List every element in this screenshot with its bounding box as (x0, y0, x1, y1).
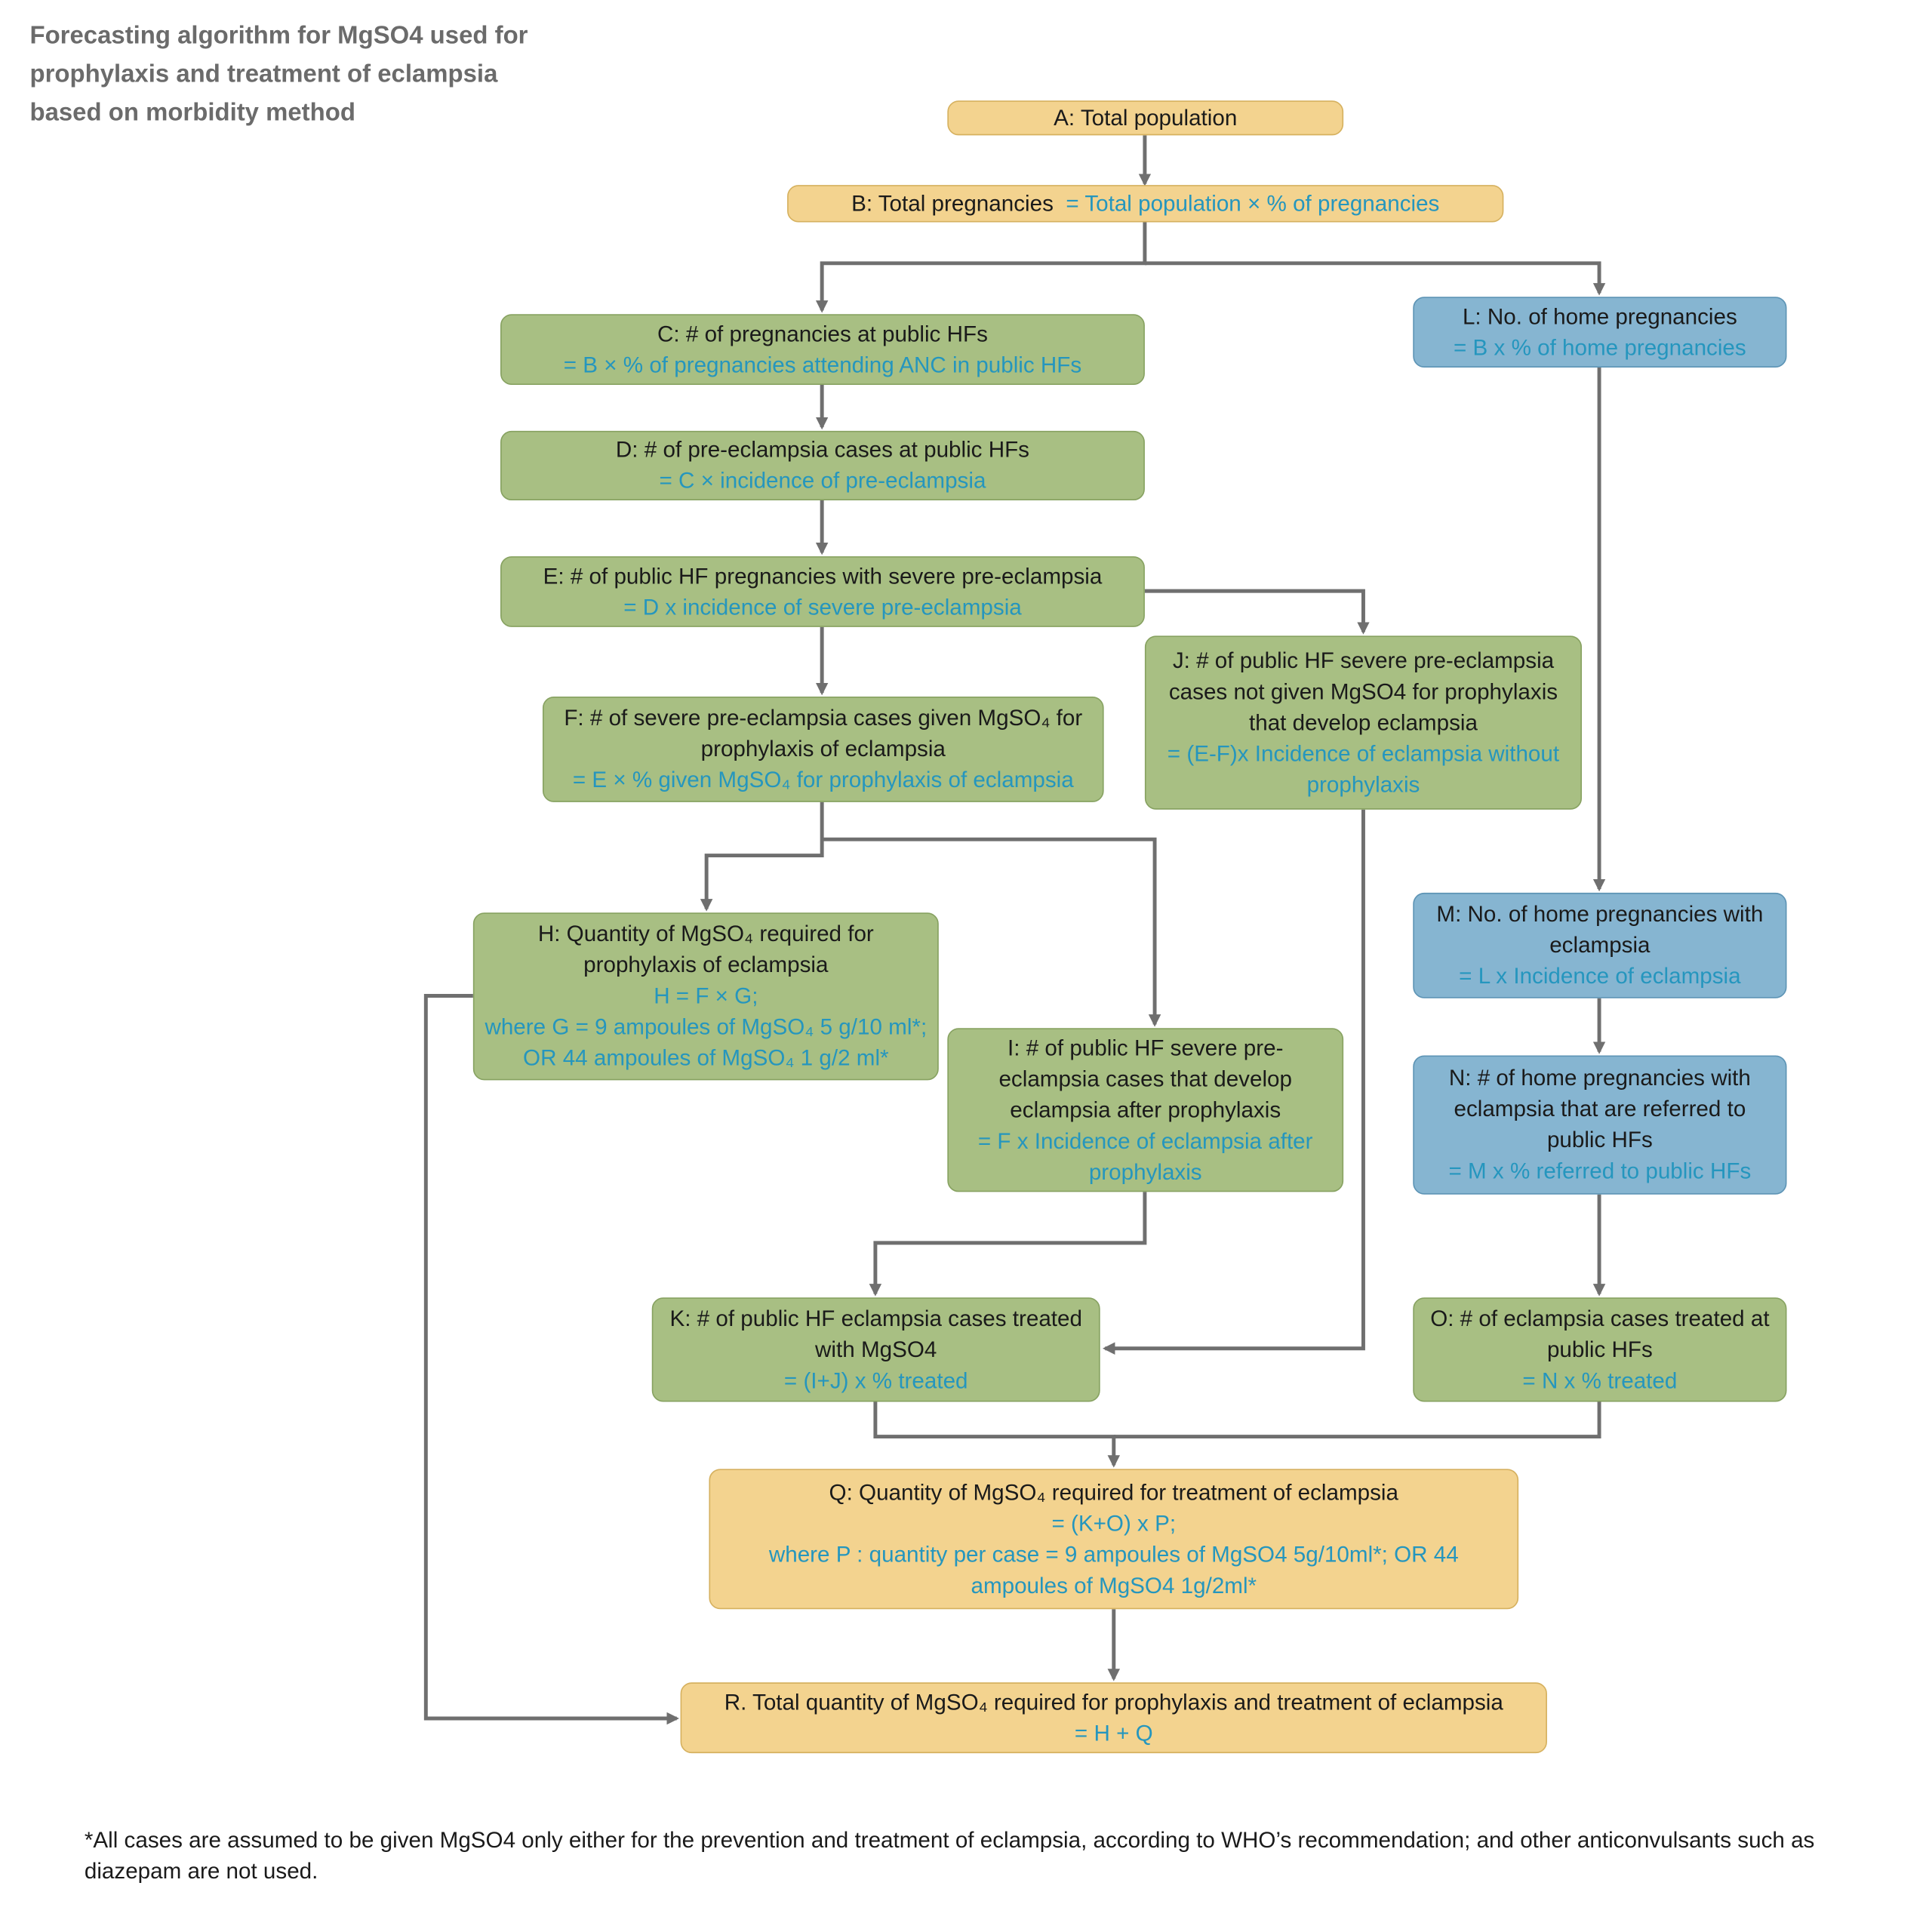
node-r-label: R. Total quantity of MgSO₄ required for … (724, 1689, 1503, 1715)
node-l-home-pregnancies: L: No. of home pregnancies = B x % of ho… (1413, 297, 1787, 368)
node-h-formula: H = F × G; (654, 983, 758, 1008)
node-e-formula: = D x incidence of severe pre-eclampsia (623, 594, 1022, 620)
node-c-formula: = B × % of pregnancies attending ANC in … (563, 352, 1082, 377)
node-o-label: O: # of eclampsia cases treated at publi… (1430, 1305, 1770, 1362)
node-l-label: L: No. of home pregnancies (1462, 303, 1737, 329)
node-q-formula-note: where P : quantity per case = 9 ampoules… (768, 1541, 1459, 1598)
node-n-label: N: # of home pregnancies with eclampsia … (1448, 1065, 1751, 1152)
node-b-label: B: Total pregnancies (851, 190, 1054, 216)
node-a-label: A: Total population (1054, 105, 1238, 130)
arrow-o-to-q (1113, 1401, 1601, 1439)
diagram-title: Forecasting algorithm for MgSO4 used for… (29, 22, 528, 127)
arrow-b-to-c (815, 222, 1147, 313)
arrow-e-to-j (1144, 589, 1370, 635)
node-b-formula: = Total population × % of pregnancies (1066, 190, 1440, 216)
node-r-total-quantity: R. Total quantity of MgSO₄ required for … (680, 1682, 1547, 1754)
arrow-f-to-h (700, 801, 824, 912)
node-o-formula: = N x % treated (1522, 1367, 1678, 1393)
node-j-formula: = (E-F)x Incidence of eclampsia without … (1167, 740, 1560, 797)
node-f-label: F: # of severe pre-eclampsia cases given… (564, 705, 1083, 761)
node-i-label: I: # of public HF severe pre-eclampsia c… (998, 1035, 1292, 1122)
node-f-given-mgso4-prophylaxis: F: # of severe pre-eclampsia cases given… (542, 696, 1104, 802)
node-a-total-population: A: Total population (947, 100, 1344, 136)
node-j-label: J: # of public HF severe pre-eclampsia c… (1168, 647, 1558, 735)
node-b-total-pregnancies: B: Total pregnancies = Total population … (787, 185, 1504, 223)
node-i-formula: = F x Incidence of eclampsia after proph… (977, 1128, 1313, 1184)
node-r-formula: = H + Q (1074, 1720, 1153, 1746)
node-d-formula: = C × incidence of pre-eclampsia (659, 468, 986, 494)
arrow-k-to-q (873, 1401, 1121, 1468)
node-m-home-pregnancies-eclampsia: M: No. of home pregnancies with eclampsi… (1413, 892, 1787, 998)
node-d-label: D: # of pre-eclampsia cases at public HF… (615, 437, 1030, 463)
node-e-label: E: # of public HF pregnancies with sever… (543, 563, 1103, 589)
node-o-cases-treated-public-hfs: O: # of eclampsia cases treated at publi… (1413, 1297, 1787, 1402)
node-q-formula: = (K+O) x P; (1051, 1510, 1177, 1536)
footnote: *All cases are assumed to be given MgSO4… (84, 1827, 1815, 1884)
arrow-i-to-k (869, 1192, 1147, 1297)
node-h-quantity-prophylaxis: H: Quantity of MgSO₄ required for prophy… (472, 912, 939, 1081)
node-k-label: K: # of public HF eclampsia cases treate… (669, 1305, 1082, 1362)
arrow-b-to-l (1144, 261, 1606, 296)
node-n-formula: = M x % referred to public HFs (1448, 1158, 1752, 1183)
node-f-formula: = E × % given MgSO₄ for prophylaxis of e… (572, 767, 1074, 792)
node-h-label: H: Quantity of MgSO₄ required for prophy… (537, 921, 874, 977)
arrow-h-to-r (423, 994, 679, 1725)
node-d-pre-eclampsia-cases: D: # of pre-eclampsia cases at public HF… (500, 430, 1145, 501)
node-i-eclampsia-after-prophylaxis: I: # of public HF severe pre-eclampsia c… (947, 1028, 1344, 1192)
node-k-formula: = (I+J) x % treated (783, 1367, 968, 1393)
arrow-j-to-k (1102, 809, 1365, 1355)
node-h-formula-note: where G = 9 ampoules of MgSO₄ 5 g/10 ml*… (485, 1014, 928, 1071)
node-c-label: C: # of pregnancies at public HFs (657, 321, 988, 346)
node-e-severe-pre-eclampsia: E: # of public HF pregnancies with sever… (500, 556, 1145, 627)
node-l-formula: = B x % of home pregnancies (1454, 334, 1746, 360)
node-q-quantity-treatment: Q: Quantity of MgSO₄ required for treatm… (709, 1469, 1519, 1610)
node-m-label: M: No. of home pregnancies with eclampsi… (1436, 901, 1764, 958)
node-m-formula: = L x Incidence of eclampsia (1459, 963, 1741, 989)
arrow-f-to-i (822, 837, 1161, 1027)
node-q-label: Q: Quantity of MgSO₄ required for treatm… (829, 1479, 1398, 1505)
node-n-referred-to-public-hfs: N: # of home pregnancies with eclampsia … (1413, 1055, 1787, 1195)
node-k-eclampsia-cases-treated: K: # of public HF eclampsia cases treate… (651, 1297, 1100, 1402)
node-c-pregnancies-public-hfs: C: # of pregnancies at public HFs = B × … (500, 314, 1145, 386)
node-j-eclampsia-without-prophylaxis: J: # of public HF severe pre-eclampsia c… (1144, 635, 1583, 810)
